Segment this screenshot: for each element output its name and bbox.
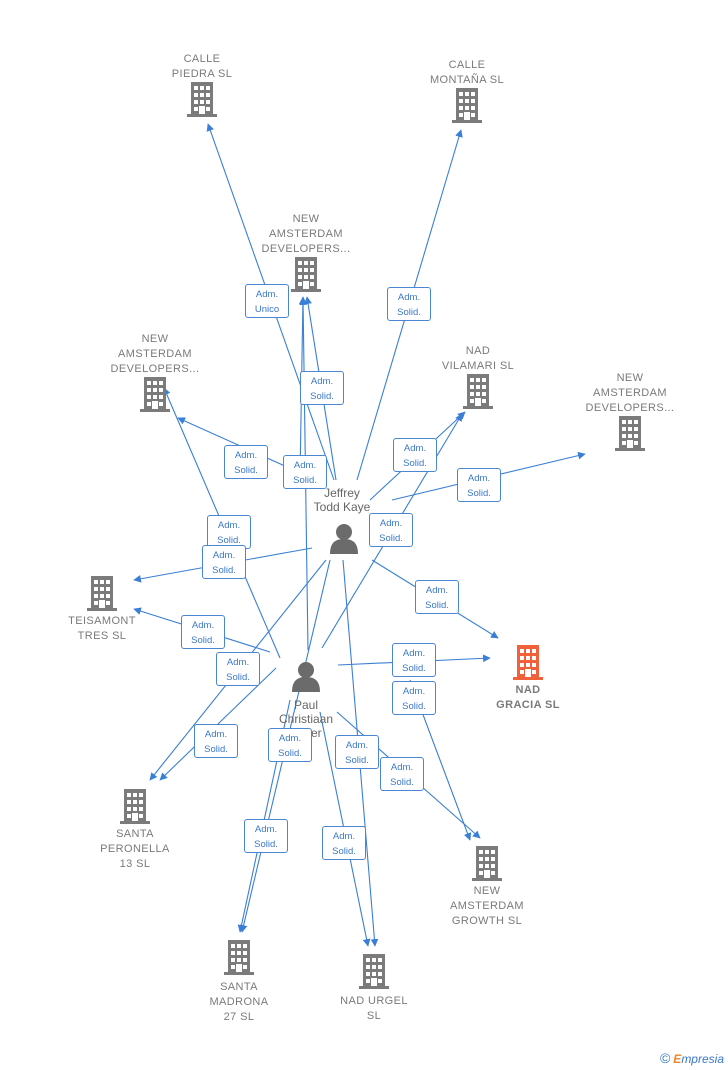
building-icon[interactable] xyxy=(291,257,321,292)
building-icon[interactable] xyxy=(463,374,493,409)
company-label-teisamont[interactable]: TEISAMONT TRES SL xyxy=(68,615,136,642)
person-icon[interactable] xyxy=(292,662,320,692)
edge-role-label: Adm. Solid. xyxy=(392,643,436,677)
edge-role-label: Adm. Solid. xyxy=(202,545,246,579)
company-label-calle-montana[interactable]: CALLE MONTAÑA SL xyxy=(429,59,505,86)
company-label-nad-gracia[interactable]: NAD GRACIA SL xyxy=(496,684,560,711)
company-label-nad-vilamari[interactable]: NAD VILAMARI SL xyxy=(441,345,515,372)
building-icon[interactable] xyxy=(187,82,217,117)
edge-role-label: Adm. Solid. xyxy=(392,681,436,715)
brand-logo-rest: mpresia xyxy=(681,1052,724,1066)
building-icon[interactable] xyxy=(87,576,117,611)
edge-role-label: Adm. Solid. xyxy=(300,371,344,405)
building-icon[interactable] xyxy=(224,940,254,975)
edge-role-label: Adm. Solid. xyxy=(387,287,431,321)
building-icon[interactable] xyxy=(120,789,150,824)
edge-role-label: Adm. Solid. xyxy=(283,455,327,489)
company-label-nad-dev-2[interactable]: NEW AMSTERDAM DEVELOPERS... xyxy=(110,333,200,375)
edge-role-label: Adm. Solid. xyxy=(244,819,288,853)
building-icon[interactable] xyxy=(452,88,482,123)
building-icon[interactable] xyxy=(140,377,170,412)
building-icon[interactable] xyxy=(513,645,543,680)
person-icon[interactable] xyxy=(330,524,358,554)
edge-role-label: Adm. Solid. xyxy=(181,615,225,649)
edge-role-label: Adm. Solid. xyxy=(415,580,459,614)
building-icon[interactable] xyxy=(615,416,645,451)
edge-role-label: Adm. Solid. xyxy=(216,652,260,686)
building-icon[interactable] xyxy=(472,846,502,881)
company-label-nad-dev-3[interactable]: NEW AMSTERDAM DEVELOPERS... xyxy=(585,372,675,414)
edge-role-label: Adm. Solid. xyxy=(207,515,251,549)
company-label-calle-piedra[interactable]: CALLE PIEDRA SL xyxy=(171,53,233,80)
edge-role-label: Adm. Solid. xyxy=(224,445,268,479)
edge-role-label: Adm. Solid. xyxy=(335,735,379,769)
company-label-nad-urgel[interactable]: NAD URGEL SL xyxy=(340,995,408,1022)
company-label-nad-dev-1[interactable]: NEW AMSTERDAM DEVELOPERS... xyxy=(261,213,351,255)
company-label-santa-madrona[interactable]: SANTA MADRONA 27 SL xyxy=(209,981,269,1023)
edge-role-label: Adm. Solid. xyxy=(393,438,437,472)
edge-role-label: Adm. Solid. xyxy=(380,757,424,791)
company-label-santa-peronella[interactable]: SANTA PERONELLA 13 SL xyxy=(100,828,170,870)
copyright-icon: © xyxy=(659,1050,671,1066)
edge-role-label: Adm. Solid. xyxy=(194,724,238,758)
edge-role-label: Adm. Unico xyxy=(245,284,289,318)
edge-role-label: Adm. Solid. xyxy=(322,826,366,860)
person-label-jeffrey[interactable]: Jeffrey Todd Kaye xyxy=(313,486,371,514)
footer-brand: ©Empresia xyxy=(660,1050,724,1066)
edge-role-label: Adm. Solid. xyxy=(457,468,501,502)
edge-role-label: Adm. Solid. xyxy=(268,728,312,762)
edge-role-label: Adm. Solid. xyxy=(369,513,413,547)
company-label-nad-growth[interactable]: NEW AMSTERDAM GROWTH SL xyxy=(450,885,524,927)
building-icon[interactable] xyxy=(359,954,389,989)
brand-logo-first: E xyxy=(673,1052,682,1066)
